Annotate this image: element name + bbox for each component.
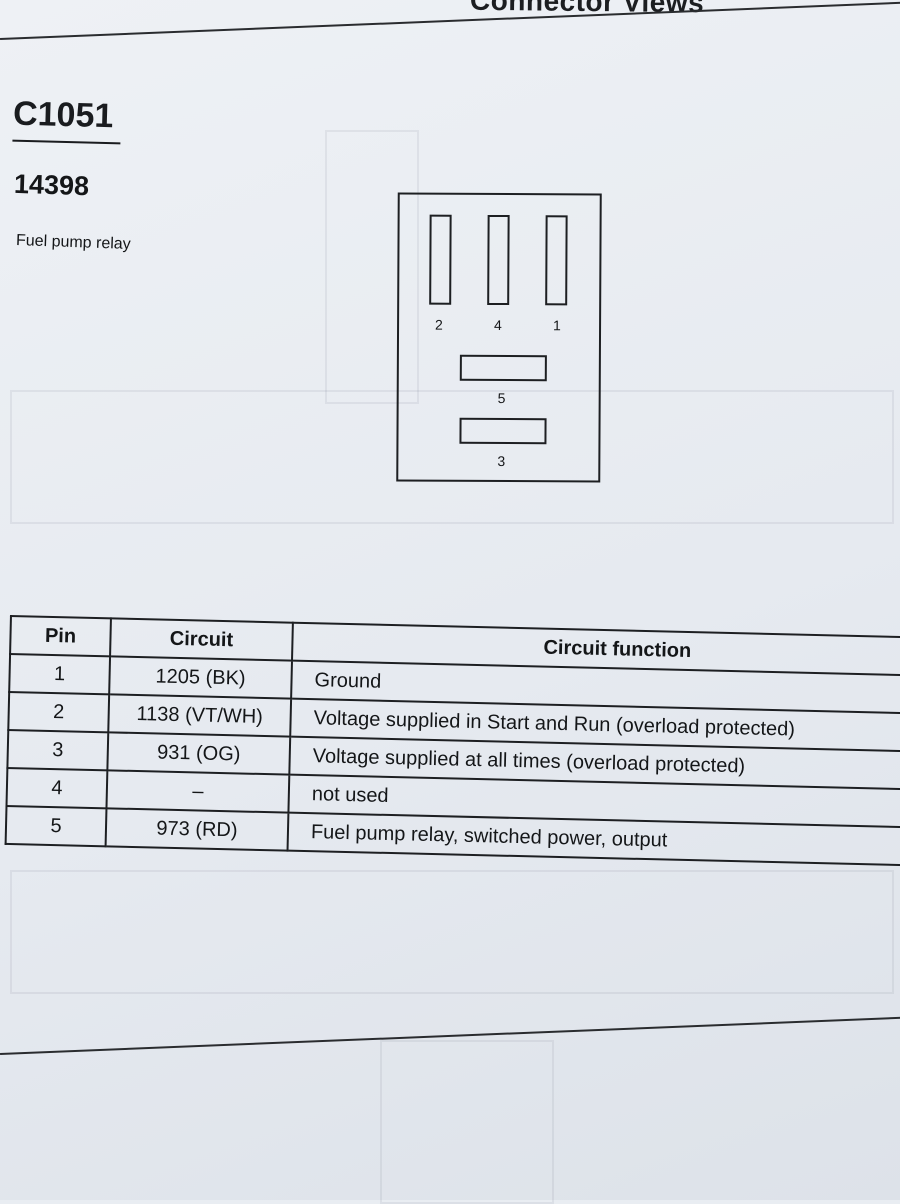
cell-circuit: – <box>106 770 290 813</box>
pin-label-1: 1 <box>553 317 561 334</box>
bleedthrough-connector-lower <box>380 1040 554 1204</box>
terminal-slot-4 <box>487 214 510 306</box>
connector-description: Fuel pump relay <box>15 232 131 253</box>
part-number: 14398 <box>13 168 90 202</box>
cell-circuit: 931 (OG) <box>107 732 291 775</box>
bleedthrough-table <box>10 390 894 524</box>
pin-label-5: 5 <box>497 389 506 407</box>
terminal-slot-2 <box>429 214 452 305</box>
bleedthrough-connector <box>325 130 419 404</box>
header-circuit: Circuit <box>110 618 293 661</box>
cell-circuit: 1205 (BK) <box>109 656 293 699</box>
pin-label-3: 3 <box>497 452 506 470</box>
header-pin: Pin <box>10 616 111 657</box>
pin-label-4: 4 <box>494 316 502 334</box>
connector-face-diagram: 2 4 1 5 3 <box>396 192 602 483</box>
connector-id: C1051 <box>12 94 122 145</box>
top-divider <box>0 0 900 40</box>
terminal-slot-5 <box>459 354 547 382</box>
cell-pin: 2 <box>8 692 110 733</box>
cell-pin: 3 <box>7 729 109 771</box>
bleedthrough-table-lower <box>10 870 894 994</box>
pin-label-2: 2 <box>435 316 443 333</box>
cell-circuit: 973 (RD) <box>105 808 289 851</box>
terminal-slot-3 <box>459 417 547 445</box>
cell-pin: 1 <box>9 654 111 695</box>
pin-table: Pin Circuit Circuit function 1 1205 (BK)… <box>5 615 900 867</box>
cell-circuit: 1138 (VT/WH) <box>108 694 292 737</box>
cell-pin: 5 <box>5 805 107 847</box>
terminal-slot-1 <box>545 215 568 306</box>
cell-pin: 4 <box>6 767 108 809</box>
